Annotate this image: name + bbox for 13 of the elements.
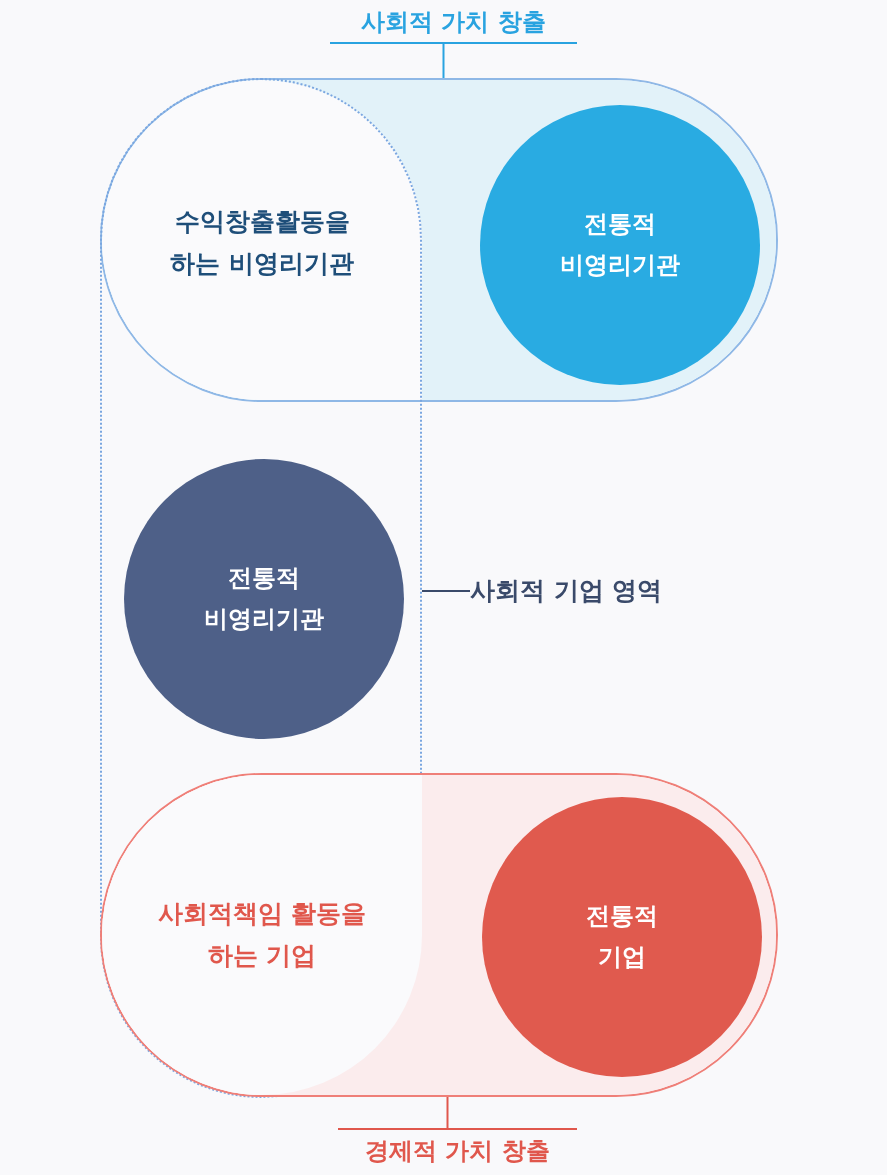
node-text: 사회적 기업 영역 bbox=[470, 575, 663, 608]
node-text: 경제적 가치 창출 bbox=[365, 1136, 550, 1167]
connector-line bbox=[446, 1096, 449, 1129]
node-text: 사회적책임 활동을 하는 기업 bbox=[156, 897, 368, 972]
node-text: 사회적 가치 창출 bbox=[361, 7, 546, 38]
pill-outline bbox=[100, 78, 778, 402]
node-text: 전통적 비영리기관 bbox=[559, 209, 681, 281]
pill-outline bbox=[100, 773, 778, 1097]
connector-line bbox=[442, 43, 445, 79]
node-text: 수익창출활동을 하는 비영리기관 bbox=[169, 205, 355, 280]
node-text: 전통적 기업 bbox=[585, 901, 659, 973]
node-text: 전통적 비영리기관 bbox=[203, 563, 325, 635]
connector-line bbox=[421, 590, 471, 592]
